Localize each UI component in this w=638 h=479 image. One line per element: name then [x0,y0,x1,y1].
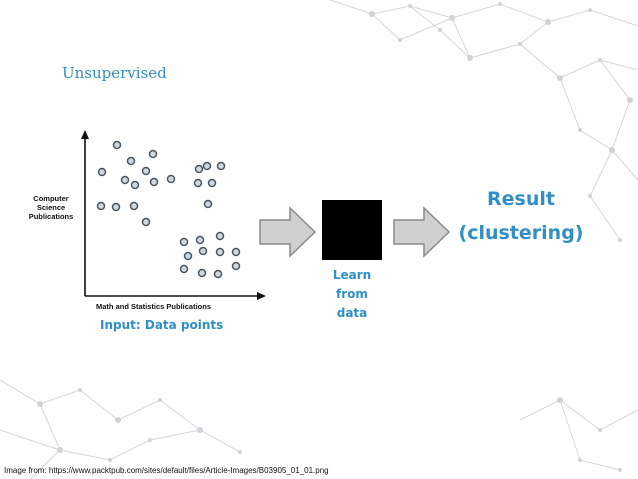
x-axis-label: Math and Statistics Publications [96,302,212,311]
data-point-cluster-top-left [96,140,176,227]
model-to-result-arrow [393,206,451,258]
input-to-model-arrow [259,206,317,258]
y-axis-label-line: Publications [28,212,74,221]
learn-label-line: data [336,306,368,320]
data-point-cluster-top-right [193,161,226,209]
result-label-line: Result [487,188,555,210]
result-label: Result (clustering) [440,182,602,250]
y-axis-label-line: Science [36,203,66,212]
slide-title: Unsupervised [62,64,167,82]
result-label-line: (clustering) [458,222,584,244]
y-axis-label: Computer Science Publications [22,194,80,221]
input-caption: Input: Data points [100,318,224,332]
y-axis-arrowhead [81,130,89,139]
scatter-plot-illustration [81,130,266,300]
learn-label-line: Learn [332,268,372,282]
learn-label-line: from [336,287,368,301]
data-point-cluster-bottom [179,231,241,279]
x-axis-arrowhead [257,292,266,300]
image-credit: Image from: https://www.packtpub.com/sit… [4,466,329,475]
learn-from-data-label: Learn from data [310,266,394,323]
model-black-box [322,200,382,260]
y-axis-label-line: Computer [33,194,69,203]
